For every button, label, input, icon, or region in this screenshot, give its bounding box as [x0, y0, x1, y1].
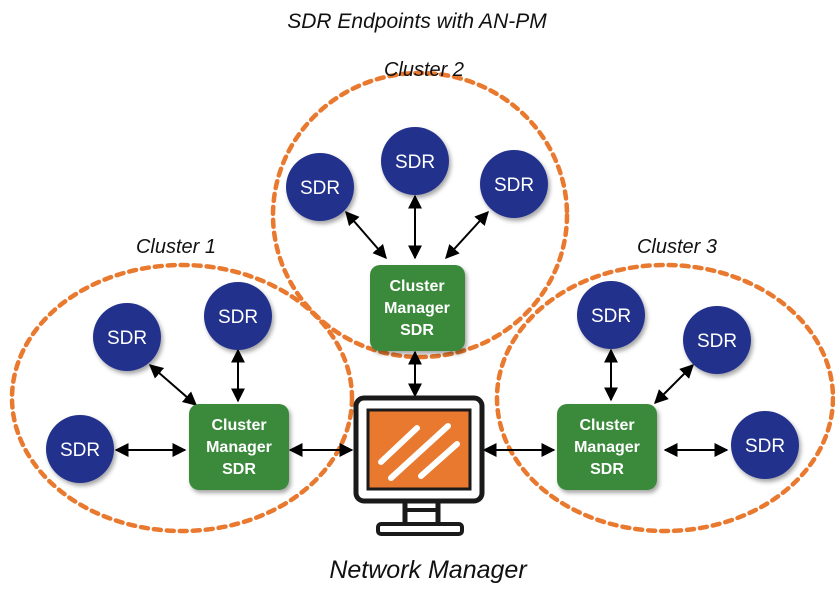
network-manager-label: Network Manager [329, 556, 528, 584]
cluster-1-manager: Cluster Manager SDR [189, 404, 289, 490]
svg-text:SDR: SDR [590, 461, 624, 478]
svg-text:SDR: SDR [222, 461, 256, 478]
svg-text:SDR: SDR [400, 322, 434, 339]
svg-text:Cluster: Cluster [211, 417, 266, 434]
cluster-1-ring [9, 262, 355, 534]
svg-text:SDR: SDR [218, 307, 258, 328]
sdr-node: SDR [577, 281, 645, 349]
svg-text:Manager: Manager [206, 439, 272, 456]
monitor-icon [353, 395, 485, 536]
cluster-3-ring [494, 262, 835, 534]
cluster-3-manager: Cluster Manager SDR [557, 404, 657, 490]
svg-text:SDR: SDR [591, 306, 631, 327]
cluster-2-manager: Cluster Manager SDR [370, 265, 465, 351]
arrow-c2-sdr-left [345, 210, 387, 260]
svg-text:Cluster: Cluster [389, 278, 444, 295]
cluster-1-label: Cluster 1 [136, 236, 216, 258]
sdr-node: SDR [683, 306, 751, 374]
connections [114, 194, 729, 457]
sdr-node: SDR [93, 303, 161, 371]
sdr-node: SDR [46, 415, 114, 483]
arrow-c2-sdr-right [445, 210, 489, 260]
arrow-c3-sdr-topright [654, 364, 694, 404]
sdr-node: SDR [381, 127, 449, 195]
cluster-2-label: Cluster 2 [384, 59, 464, 81]
svg-text:Manager: Manager [384, 300, 450, 317]
svg-text:SDR: SDR [697, 331, 737, 352]
arrow-c1-sdr-topleft [148, 364, 198, 406]
svg-text:SDR: SDR [395, 152, 435, 173]
sdr-node: SDR [480, 150, 548, 218]
svg-text:SDR: SDR [745, 436, 785, 457]
sdr-node: SDR [204, 282, 272, 350]
sdr-node: SDR [286, 153, 354, 221]
svg-text:SDR: SDR [107, 328, 147, 349]
sdr-node: SDR [731, 411, 799, 479]
svg-text:SDR: SDR [60, 440, 100, 461]
svg-text:SDR: SDR [300, 178, 340, 199]
svg-text:Cluster: Cluster [579, 417, 634, 434]
svg-text:SDR: SDR [494, 175, 534, 196]
svg-text:Manager: Manager [574, 439, 640, 456]
diagram-title: SDR Endpoints with AN-PM [287, 10, 547, 33]
cluster-3-label: Cluster 3 [637, 236, 717, 258]
